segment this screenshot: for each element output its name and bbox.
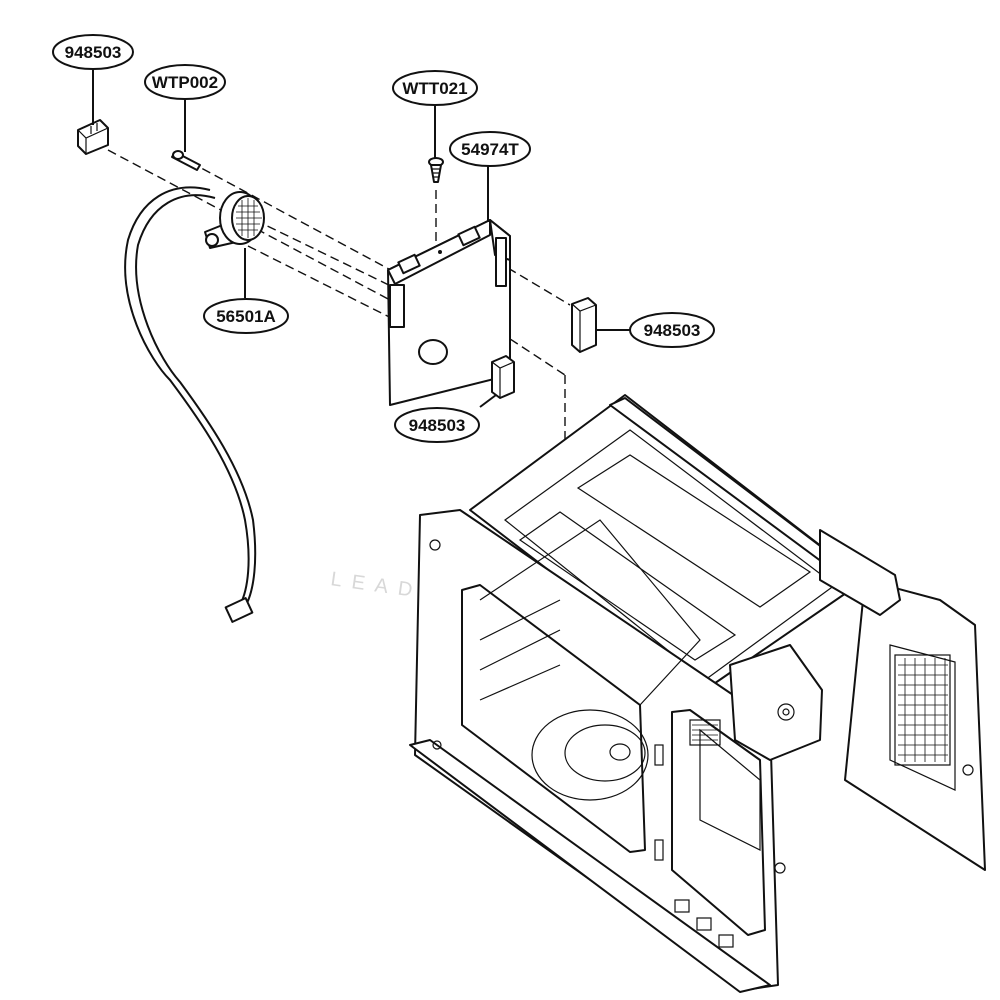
cap-948503-right-part xyxy=(571,297,597,353)
label-thermostat-text: 56501A xyxy=(216,307,276,326)
thermostat-wire-harness xyxy=(124,186,257,623)
label-cap-bottom: 948503 xyxy=(394,407,480,443)
label-cap-top-left-text: 948503 xyxy=(65,43,122,62)
screw-wtt021-part xyxy=(428,157,444,183)
label-bracket: 54974T xyxy=(449,131,531,167)
label-cap-right: 948503 xyxy=(629,312,715,348)
label-screw-thermostat-text: WTP002 xyxy=(152,73,218,92)
label-cap-top-left: 948503 xyxy=(52,34,134,70)
label-cap-right-text: 948503 xyxy=(644,321,701,340)
cap-948503-bottom-part xyxy=(491,355,515,399)
screw-wtp002-part xyxy=(171,150,201,171)
cap-948503-top-left-part xyxy=(77,119,109,155)
wire-connector xyxy=(224,597,254,623)
label-screw-thermostat: WTP002 xyxy=(144,64,226,100)
label-bracket-text: 54974T xyxy=(461,140,519,159)
label-screw-bracket-text: WTT021 xyxy=(402,79,467,98)
thermostat-part xyxy=(204,191,265,249)
leader-lines xyxy=(92,70,630,408)
label-thermostat: 56501A xyxy=(203,298,289,334)
label-screw-bracket: WTT021 xyxy=(392,70,478,106)
bracket-54974t-part xyxy=(387,219,511,406)
label-cap-bottom-text: 948503 xyxy=(409,416,466,435)
microwave-cavity-frame xyxy=(409,394,986,993)
